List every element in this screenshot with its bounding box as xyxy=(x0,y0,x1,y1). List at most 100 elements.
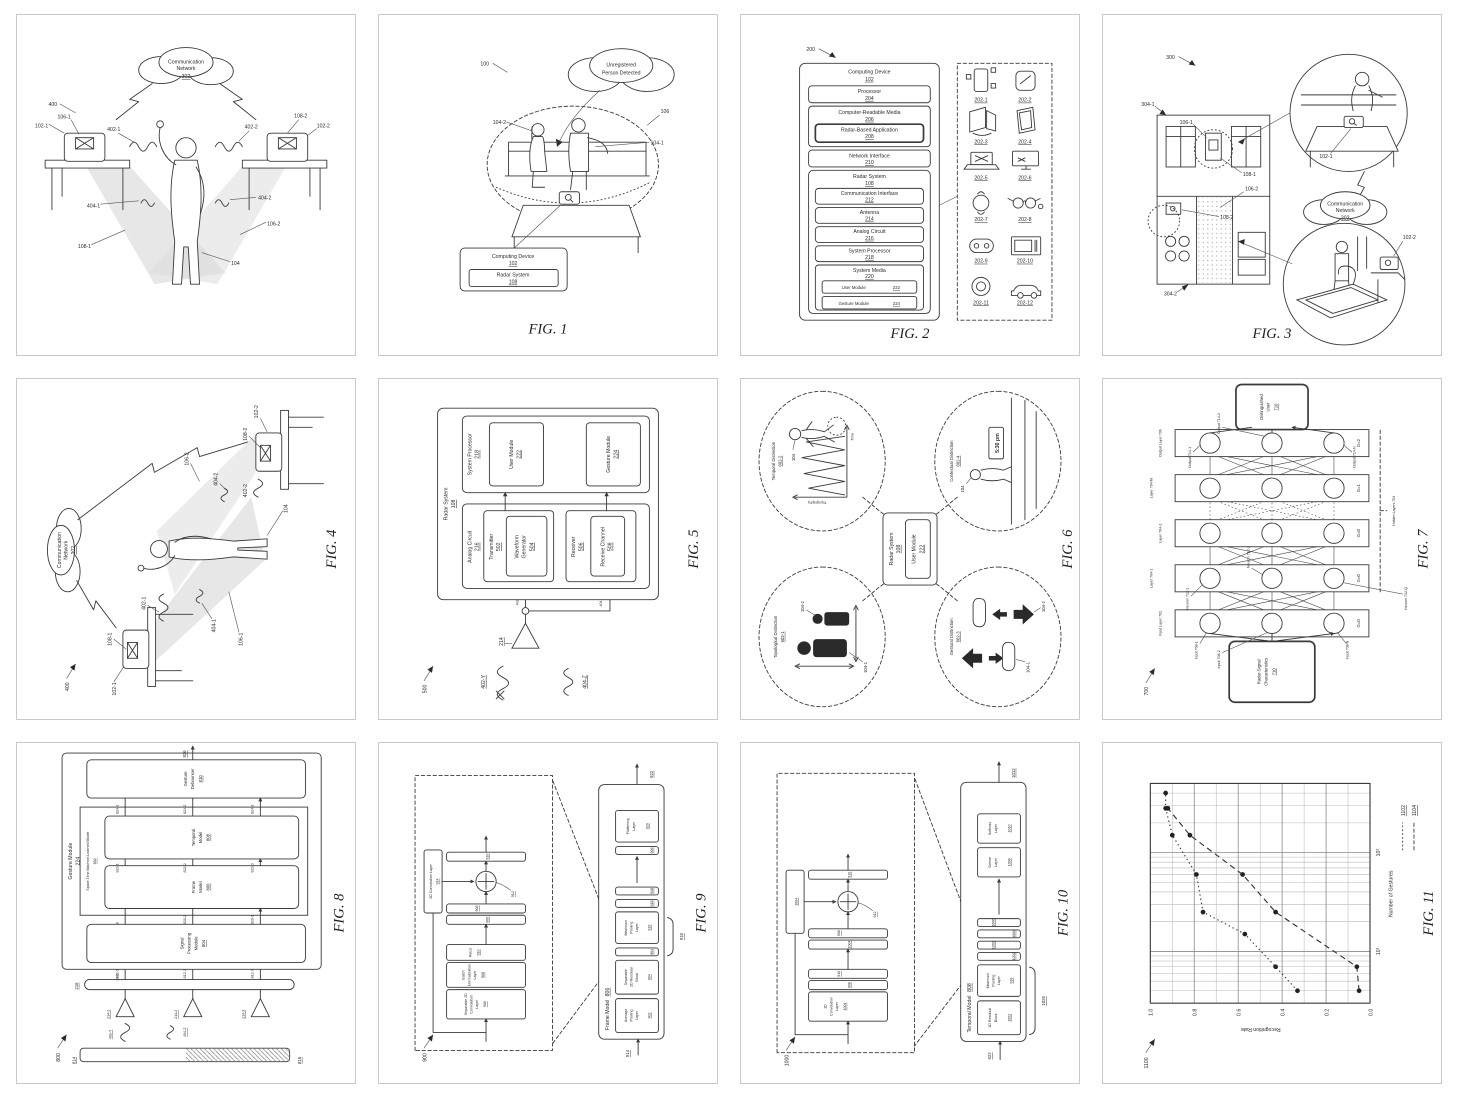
block-title: ReLU xyxy=(468,947,472,957)
person-woman xyxy=(529,123,548,188)
block-ref: 506 xyxy=(578,542,584,551)
block-title: Debouncer xyxy=(190,768,195,789)
block-ref: 108 xyxy=(509,280,518,286)
residual-inset xyxy=(414,775,553,1051)
reference-labels: 400 102-1 106-1 402-1 404-1 108-1 104 40… xyxy=(35,102,330,267)
device-ref: 202-6 xyxy=(1018,175,1031,181)
cloud-ref: 302 xyxy=(182,74,191,80)
ref-label: 102-1 xyxy=(35,124,48,130)
device-ref: 202-4 xyxy=(1018,139,1031,145)
device-ref: 202-10 xyxy=(1017,259,1033,265)
chain-block xyxy=(977,964,1021,997)
flow-label: 824-2 xyxy=(183,805,187,814)
ref-label: 104 xyxy=(791,453,796,461)
device-ref: 202-9 xyxy=(974,259,987,265)
fig1-drawing: 100 Unregistered Person Detected Computi… xyxy=(459,48,675,338)
block-title: Distinguished xyxy=(1259,394,1264,420)
reflection-1 xyxy=(195,589,204,604)
cloud-ref: 302 xyxy=(71,546,77,555)
frame-model-box xyxy=(104,865,300,909)
skip-path xyxy=(794,932,849,1036)
ref-label: 402-1 xyxy=(141,596,147,609)
ref-label: 100 xyxy=(480,62,489,68)
block-ref: 208 xyxy=(865,134,874,140)
block-user-module xyxy=(821,280,918,294)
block-ref: 914 xyxy=(436,878,440,884)
ref-label: 106 xyxy=(661,109,670,115)
icon-dock xyxy=(1015,70,1036,91)
block-title: User Module xyxy=(509,440,515,469)
figure-page-7[interactable]: Radar System 108 User Module 222 Topolog… xyxy=(740,378,1080,720)
block-ref: 108 xyxy=(865,181,874,187)
block-title: Communication Interface xyxy=(841,191,899,197)
fig11-series xyxy=(1163,790,1362,994)
ref-label: Output 714-N xyxy=(1352,446,1356,468)
block-ref: 1002 xyxy=(992,941,996,949)
figure-page-12[interactable]: 1100 1.0 0.8 0.6 0.4 0.2 0.0 Recognition… xyxy=(1102,742,1442,1084)
ref-label: 104 xyxy=(283,504,289,513)
figure-page-11[interactable]: 1000 1D Convolution Layer 1004 908 910 1… xyxy=(740,742,1080,1084)
table-device-1 xyxy=(122,607,194,687)
block-title: Gesture Module xyxy=(68,843,74,880)
block-title: 2D Convolution Layer xyxy=(429,863,433,898)
figure-page-10[interactable]: 900 Separable 2D Convolution Layer 906 B… xyxy=(378,742,718,1084)
ellipse-title: Topological Distinction xyxy=(773,615,778,658)
block-ref: 916 xyxy=(1010,978,1014,984)
inset-conv-group: 1D Convolution Layer 1004 908 910 xyxy=(808,968,888,1022)
cloud-line1: Communication xyxy=(57,532,63,568)
figure-page-3[interactable]: 200 Computing Device 102 Processor 204 C… xyxy=(740,14,1080,356)
block-comm-interface xyxy=(814,187,924,205)
person-man xyxy=(568,118,609,190)
ref-label: 402-1 xyxy=(107,127,120,133)
device-left xyxy=(63,132,106,162)
figure-page-9[interactable]: 800 814 816 402-Y 404-Z 214-1 214-2 214-… xyxy=(16,742,356,1084)
block-title: Gesture Module xyxy=(606,436,612,473)
ref-label: 108-2 xyxy=(1220,215,1233,221)
figure-page-1[interactable]: Communication Network 302 400 102 xyxy=(16,14,356,356)
ref-label: 104-2 xyxy=(493,120,506,126)
ref-label: Input 708-1 xyxy=(1195,641,1199,659)
block-title: User Module xyxy=(912,534,918,563)
figure-page-4[interactable]: 300 304-1 106-1 108-1 106-2 108-2 304-2 … xyxy=(1102,14,1442,356)
arrow-down-small xyxy=(988,652,1004,664)
ref-label: 106-2 xyxy=(1245,187,1258,193)
block-title: Generator xyxy=(521,535,527,559)
block-ref: 910 xyxy=(837,971,841,977)
ref-label: 826 xyxy=(182,750,187,758)
figure-page-5[interactable]: 400 Communication Network 302 102-1 108-… xyxy=(16,378,356,720)
block-title: Characteristics xyxy=(1263,658,1268,686)
block-title: Normalization xyxy=(467,964,471,986)
block-title: Layer xyxy=(632,821,636,831)
brace xyxy=(1028,966,1036,1036)
block-ref: 108 xyxy=(451,500,457,509)
block-title: Radar System xyxy=(853,174,886,180)
cloud-line1: Communication xyxy=(168,59,204,65)
fig11-drawing: 1100 1.0 0.8 0.6 0.4 0.2 0.0 Recognition… xyxy=(1144,782,1437,1068)
block-ref: 910 xyxy=(476,949,480,955)
ref-label: 912 xyxy=(511,891,515,897)
block-title: Convolution xyxy=(829,997,833,1016)
fig4-drawing: 400 Communication Network 302 102-1 108-… xyxy=(46,405,340,695)
figure-page-2[interactable]: 100 Unregistered Person Detected Computi… xyxy=(378,14,718,356)
cloud-line2: Network xyxy=(1336,208,1355,214)
ref-label: 102-1 xyxy=(1319,154,1332,160)
block-ref: 906 xyxy=(483,1001,487,1007)
ref-label: Neuron 712-2 xyxy=(1246,546,1250,568)
y-tick: 0.6 xyxy=(1236,1009,1242,1016)
callout-line xyxy=(513,205,561,249)
block-ref: 502 xyxy=(496,542,502,551)
figure-page-8[interactable]: 700 Radar-Signal Characteristics 710 G=0… xyxy=(1102,378,1442,720)
block-ref: 910 xyxy=(847,872,851,878)
legend-entry: 1102 xyxy=(1401,805,1407,816)
block-title: Gesture Module xyxy=(838,301,869,306)
block-ref: 910 xyxy=(485,854,489,860)
input-arrows xyxy=(1209,634,1334,642)
icon-thermostat xyxy=(971,276,991,296)
figure-page-6[interactable]: 500 402-Y 404-Z 214 402-Y 404-Z Radar Sy… xyxy=(378,378,718,720)
thin-block xyxy=(446,903,526,914)
fig6-drawing: Radar System 108 User Module 222 Topolog… xyxy=(758,390,1076,708)
figure-caption: FIG. 3 xyxy=(1252,326,1292,342)
block-ref: 902 xyxy=(648,1013,652,1019)
x-axis: 10¹ 10² Number of Gestures xyxy=(1376,849,1394,956)
